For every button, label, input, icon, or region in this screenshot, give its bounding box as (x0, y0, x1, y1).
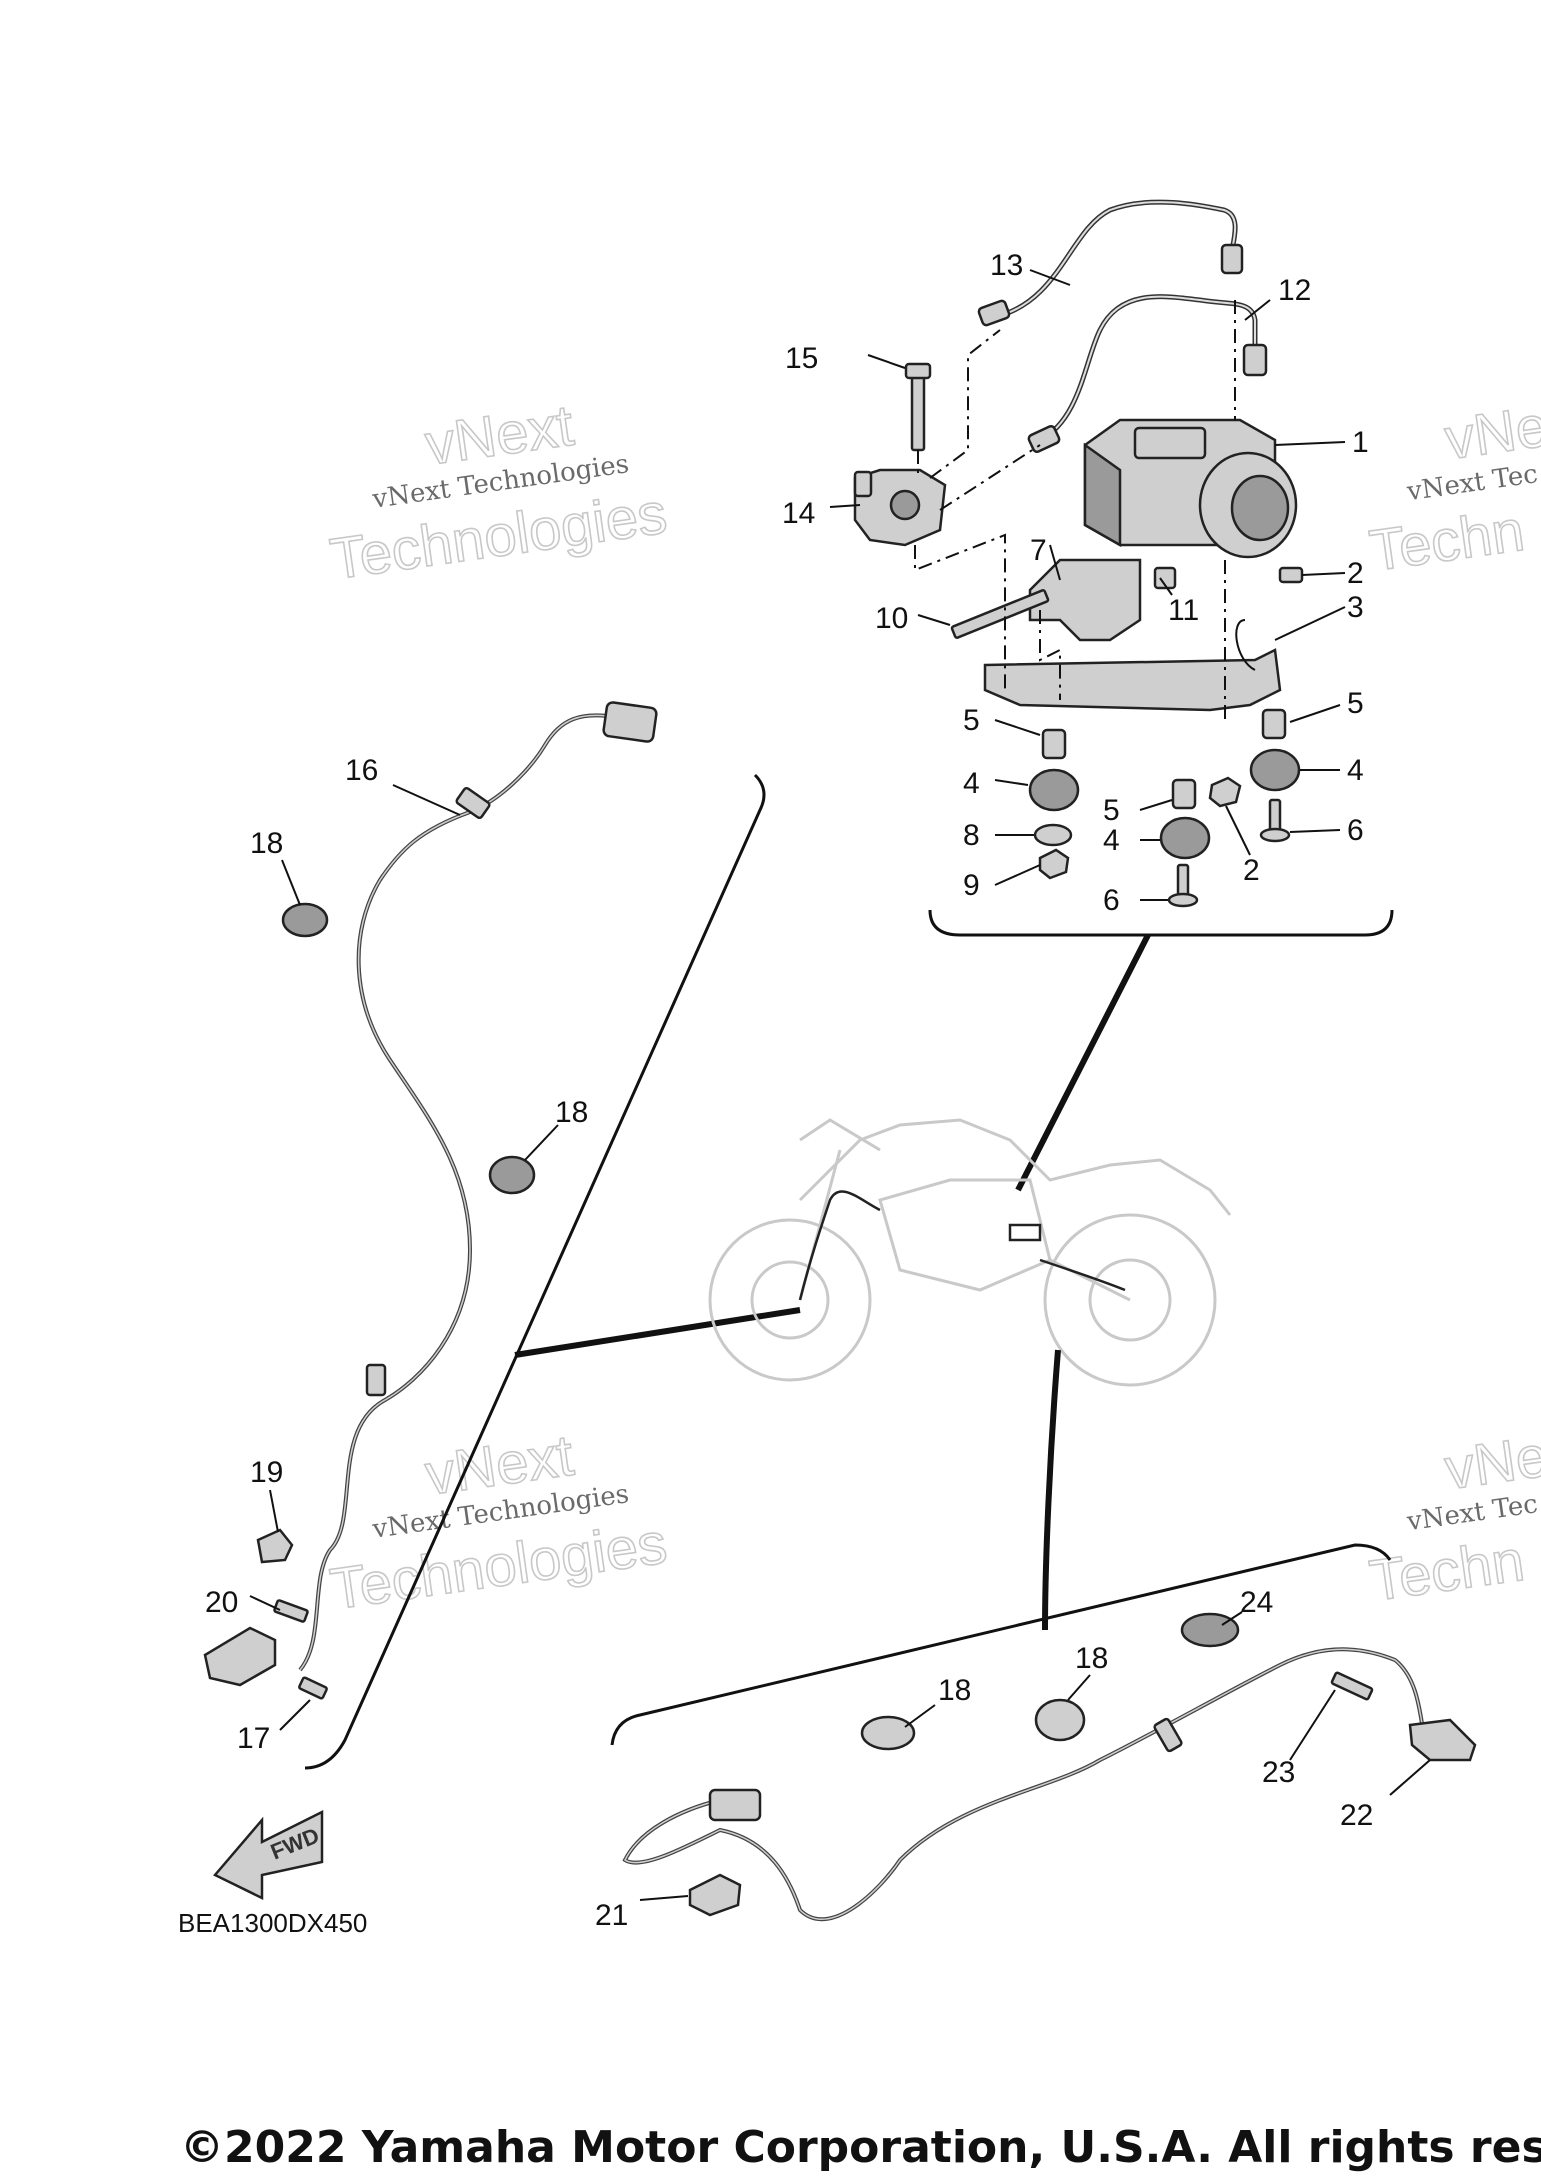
washer-8 (1033, 823, 1073, 847)
diagram-code: BEA1300DX450 (178, 1908, 367, 1938)
callout-23: 23 (1262, 1756, 1295, 1789)
callout-14: 14 (782, 497, 815, 530)
svg-text:Techn: Techn (1366, 498, 1528, 584)
callout-10: 10 (875, 602, 908, 635)
clamp-18-c (1034, 1698, 1086, 1742)
union-bolt (904, 362, 932, 452)
callout-5: 5 (1103, 794, 1120, 827)
callout-6: 6 (1103, 884, 1120, 917)
callout-2: 2 (1243, 854, 1260, 887)
stay-3 (983, 619, 1282, 712)
damper-4-c (1249, 748, 1301, 792)
callout-16: 16 (345, 754, 378, 787)
watermark-3: vNext Technologies vNext Technologies (326, 1422, 672, 1623)
callout-5: 5 (963, 704, 980, 737)
callout-2: 2 (1347, 557, 1364, 590)
callout-18: 18 (555, 1096, 588, 1129)
watermark-2: vNe Techn vNext Tec (1365, 393, 1541, 585)
clamp-19 (256, 1528, 294, 1564)
assembly-line-5 (1224, 300, 1236, 720)
callout-15: 15 (785, 342, 818, 375)
callout-18: 18 (938, 1674, 971, 1707)
damper-4-a (1028, 768, 1080, 812)
callout-8: 8 (963, 819, 980, 852)
abs-hydraulic-unit (1083, 418, 1298, 559)
clamp-21 (688, 1873, 742, 1917)
fwd-arrow: FWD (213, 1809, 324, 1901)
bolt-6-a (1259, 798, 1291, 843)
callout-4: 4 (963, 767, 980, 800)
motorcycle-illustration (708, 1118, 1232, 1387)
front-wheel-sensor (203, 1626, 328, 1700)
callout-9: 9 (963, 869, 980, 902)
abs-leader-line (1015, 933, 1151, 1192)
front-group-frame (304, 773, 766, 1770)
callout-12: 12 (1278, 274, 1311, 307)
assembly-line-1 (917, 329, 1001, 479)
assembly-line-4 (1039, 610, 1061, 700)
brake-joint (853, 468, 947, 547)
collar-5-a (1041, 728, 1067, 760)
callout-22: 22 (1340, 1799, 1373, 1832)
callout-1: 1 (1352, 426, 1369, 459)
assembly-line-2 (939, 444, 1041, 511)
bolt-10 (950, 589, 1050, 639)
rear-wheel-sensor-lead (622, 1647, 1427, 1922)
callout-7: 7 (1030, 534, 1047, 567)
callout-11: 11 (1168, 594, 1199, 627)
damper-4-b (1159, 816, 1211, 860)
callout-24: 24 (1240, 1586, 1273, 1619)
svg-text:Techn: Techn (1366, 1528, 1528, 1614)
callout-4: 4 (1103, 824, 1120, 857)
svg-text:vNe: vNe (1441, 393, 1541, 472)
rear-group-frame (610, 1543, 1392, 1746)
bolt-6-b (1167, 863, 1199, 908)
abs-group-frame (928, 909, 1394, 937)
clamp-24 (1180, 1612, 1240, 1648)
front-leader-line (514, 1307, 801, 1358)
svg-text:vNe: vNe (1441, 1423, 1541, 1502)
callout-18: 18 (1075, 1642, 1108, 1675)
callout-21: 21 (595, 1899, 628, 1932)
bolt-2-a (1278, 566, 1304, 584)
clamp-18-b (488, 1155, 536, 1195)
clamp-18-d (860, 1715, 916, 1751)
callout-5: 5 (1347, 687, 1364, 720)
watermark-1: vNext Technologies vNext Technologies (326, 392, 672, 593)
nut-11 (1153, 566, 1177, 590)
rear-leader-line (1042, 1349, 1061, 1631)
rear-wheel-sensor (1408, 1718, 1477, 1762)
watermark-4: vNe Techn vNext Tec (1365, 1423, 1541, 1615)
assembly-line-3 (914, 533, 1006, 690)
bolt-2-b (1208, 776, 1242, 808)
callout-19: 19 (250, 1456, 283, 1489)
callout-4: 4 (1347, 754, 1364, 787)
callout-20: 20 (205, 1586, 238, 1619)
collar-5-c (1261, 708, 1287, 740)
collar-5-b (1171, 778, 1197, 810)
nut-9 (1038, 848, 1070, 880)
bolt-20 (273, 1599, 309, 1623)
callout-leaders (249, 269, 1431, 1901)
callout-18: 18 (250, 827, 283, 860)
clamp-18-a (281, 902, 329, 938)
callout-17: 17 (237, 1722, 270, 1755)
copyright-notice: ©2022 Yamaha Motor Corporation, U.S.A. A… (180, 2122, 1541, 2173)
callout-13: 13 (990, 249, 1023, 282)
brake-pipe-12 (1027, 294, 1268, 454)
bolt-23 (1330, 1671, 1374, 1701)
callout-3: 3 (1347, 591, 1364, 624)
front-wheel-sensor-lead (298, 701, 658, 1672)
callout-6: 6 (1347, 814, 1364, 847)
